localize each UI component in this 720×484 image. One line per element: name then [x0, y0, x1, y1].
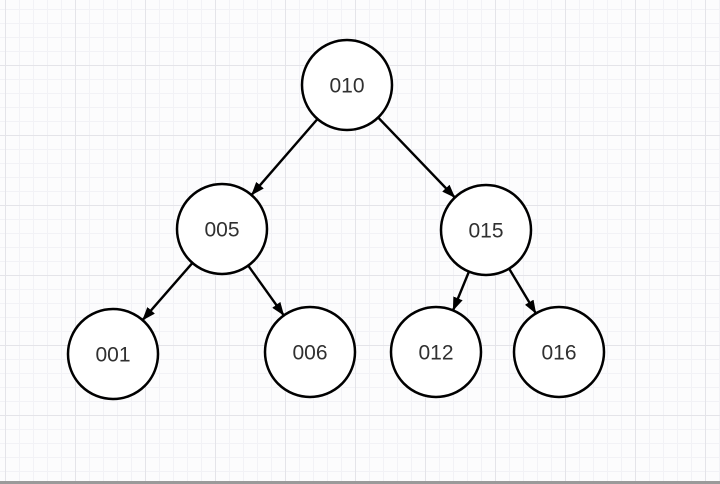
tree-edge-005-to-001[interactable] [141, 262, 194, 321]
node-label: 015 [468, 219, 503, 242]
tree-node-005[interactable]: 005 [175, 182, 269, 276]
tree-node-016[interactable]: 016 [512, 305, 606, 399]
node-circle[interactable] [512, 305, 606, 399]
canvas-bottom-edge [0, 481, 720, 484]
tree-edge-010-to-015[interactable] [377, 116, 456, 199]
node-label: 012 [418, 341, 453, 364]
node-circle[interactable] [389, 305, 483, 399]
tree-node-006[interactable]: 006 [263, 305, 357, 399]
node-label: 006 [292, 341, 327, 364]
node-circle[interactable] [175, 182, 269, 276]
tree-edge-010-to-005[interactable] [250, 118, 319, 196]
node-circle[interactable] [66, 307, 160, 401]
tree-node-001[interactable]: 001 [66, 307, 160, 401]
node-label: 016 [541, 341, 576, 364]
node-label: 005 [204, 218, 239, 241]
tree-node-012[interactable]: 012 [389, 305, 483, 399]
tree-node-010[interactable]: 010 [300, 38, 394, 132]
tree-node-015[interactable]: 015 [439, 183, 533, 277]
node-circle[interactable] [263, 305, 357, 399]
tree-edge-015-to-016[interactable] [508, 267, 537, 315]
tree-edge-015-to-012[interactable] [451, 271, 471, 311]
node-label: 010 [329, 74, 364, 97]
node-circle[interactable] [300, 38, 394, 132]
node-label: 001 [95, 343, 130, 366]
tree-edge-005-to-006[interactable] [247, 264, 285, 317]
node-circle[interactable] [439, 183, 533, 277]
